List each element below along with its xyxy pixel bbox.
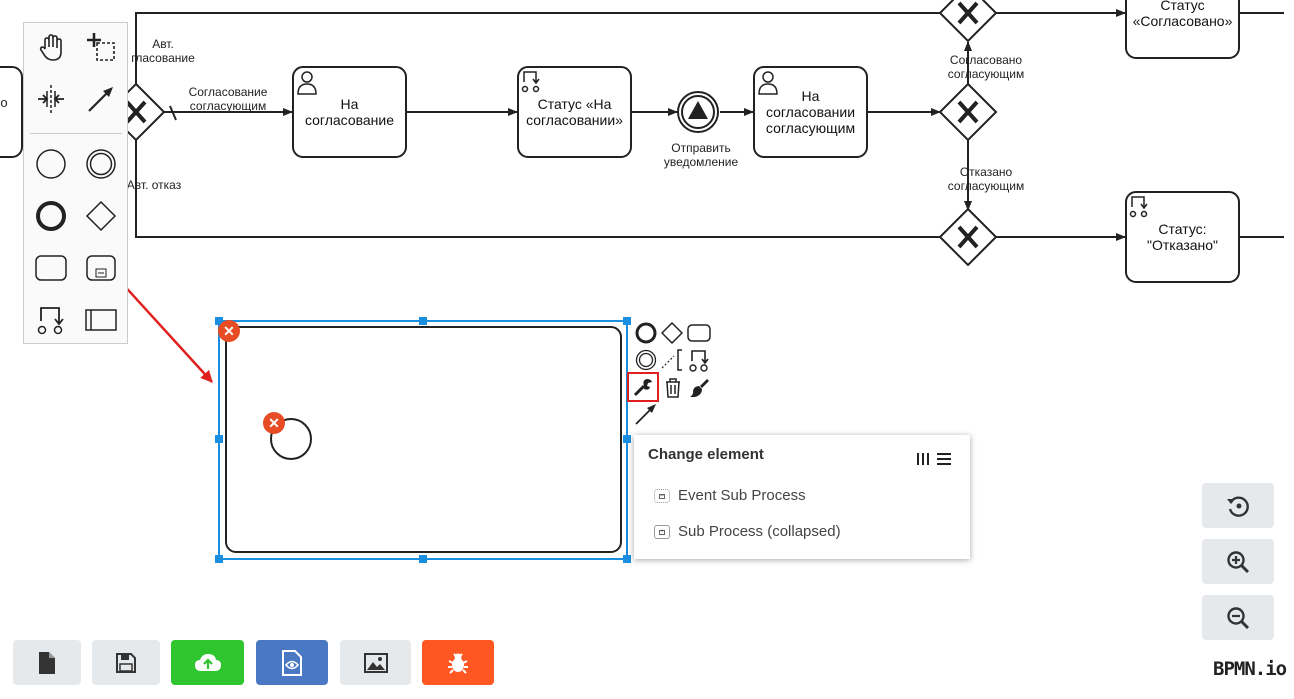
zoom-out-icon: [1227, 606, 1250, 629]
annotation-arrow: [119, 280, 213, 383]
collapsed-subprocess-icon: +: [654, 524, 670, 539]
task-label-on-approval-by-approver: На согласовании согласующим: [765, 88, 856, 136]
user-task-on-approval[interactable]: [292, 66, 407, 158]
zoom-in-icon: [1227, 550, 1250, 573]
deploy-button[interactable]: [171, 640, 244, 685]
delete-subprocess-button[interactable]: ✕: [218, 320, 240, 342]
script-task-tool-icon[interactable]: [31, 300, 71, 340]
task-label-status-approved: Статус «Согласовано»: [1132, 0, 1233, 29]
export-image-button[interactable]: [340, 640, 411, 685]
label-approved-by-approver: Согласовано согласующим: [947, 53, 1025, 81]
gateway-tool-icon[interactable]: [81, 196, 121, 236]
label-send-notification: Отправить уведомление: [663, 141, 739, 169]
new-diagram-button[interactable]: [13, 640, 81, 685]
exclusive-gateway-top[interactable]: [938, 0, 998, 43]
export-image-icon: [363, 652, 388, 673]
popup-entry-subprocess-collapsed[interactable]: + Sub Process (collapsed): [654, 523, 841, 540]
label-auto-reject: Авт. отказ: [126, 178, 182, 192]
exclusive-gateway-middle[interactable]: [938, 82, 998, 142]
script-task-status-on-approval[interactable]: [517, 66, 632, 158]
zoom-in-button[interactable]: [1202, 539, 1274, 584]
delete-trash-icon[interactable]: [661, 376, 685, 400]
resize-handles[interactable]: [215, 317, 631, 563]
change-type-wrench-icon[interactable]: [627, 372, 659, 402]
lasso-tool-icon[interactable]: [81, 27, 121, 67]
script-task-status-rejected[interactable]: [1125, 191, 1240, 283]
tool-palette: [23, 22, 128, 344]
label-auto-approval: Авт. гласование: [131, 37, 195, 65]
report-bug-button[interactable]: [422, 640, 494, 685]
label-rejected-by-approver: Отказано согласующим: [947, 165, 1025, 193]
connect-tool-icon[interactable]: [81, 79, 121, 119]
event-subprocess-icon: –: [654, 488, 670, 503]
reset-zoom-icon: [1227, 495, 1249, 517]
bpmn-io-logo[interactable]: BPMN.io: [1213, 658, 1287, 680]
intermediate-throw-event-notification[interactable]: [677, 91, 719, 133]
task-label-status-rejected: Статус: "Отказано": [1146, 221, 1219, 253]
change-element-popup: Change element – Event Sub Process + Sub…: [634, 435, 970, 559]
cloud-upload-icon: [194, 653, 221, 671]
connect-arrow-icon[interactable]: [634, 402, 658, 426]
new-file-icon: [39, 651, 55, 674]
task-label-status-on-approval: Статус «На согласовании»: [526, 96, 623, 128]
user-task-approval-by-approver[interactable]: [753, 66, 868, 158]
space-tool-icon[interactable]: [31, 79, 71, 119]
view-xml-button[interactable]: [256, 640, 328, 685]
selected-subprocess[interactable]: [218, 320, 628, 560]
save-icon: [116, 652, 136, 673]
append-intermediate-event-icon[interactable]: [634, 348, 658, 372]
popup-title: Change element: [648, 446, 764, 463]
partial-task-left[interactable]: [0, 66, 23, 158]
task-status-approved[interactable]: [1125, 0, 1240, 59]
task-label-on-approval: На согласование: [304, 96, 395, 128]
append-task-icon[interactable]: [687, 321, 711, 345]
exclusive-gateway-bottom[interactable]: [938, 207, 998, 267]
label-approval-by-approver: Согласование согласующим: [188, 85, 268, 113]
start-event-tool-icon[interactable]: [31, 144, 71, 184]
end-event-tool-icon[interactable]: [31, 196, 71, 236]
partial-task-label: о: [0, 95, 8, 110]
subprocess-tool-icon[interactable]: [81, 248, 121, 288]
save-button[interactable]: [92, 640, 160, 685]
popup-entry-label: Sub Process (collapsed): [678, 523, 841, 540]
popup-entry-event-subprocess[interactable]: – Event Sub Process: [654, 487, 806, 504]
color-paintbrush-icon[interactable]: [687, 376, 711, 400]
reset-zoom-button[interactable]: [1202, 483, 1274, 528]
delete-start-event-button[interactable]: ✕: [263, 412, 285, 434]
hand-tool-icon[interactable]: [31, 27, 71, 67]
popup-entry-label: Event Sub Process: [678, 487, 806, 504]
pool-tool-icon[interactable]: [81, 300, 121, 340]
task-tool-icon[interactable]: [31, 248, 71, 288]
column-view-icon[interactable]: [916, 452, 930, 466]
intermediate-event-tool-icon[interactable]: [81, 144, 121, 184]
append-end-event-icon[interactable]: [634, 321, 658, 345]
zoom-out-button[interactable]: [1202, 595, 1274, 640]
list-view-icon[interactable]: [936, 452, 952, 466]
append-text-annotation-icon[interactable]: [660, 348, 684, 372]
append-script-task-icon[interactable]: [687, 348, 711, 372]
append-gateway-icon[interactable]: [660, 321, 684, 345]
sequence-flows: [135, 9, 1284, 241]
bug-icon: [448, 652, 468, 674]
palette-separator: [30, 133, 122, 134]
view-xml-icon: [282, 649, 302, 676]
